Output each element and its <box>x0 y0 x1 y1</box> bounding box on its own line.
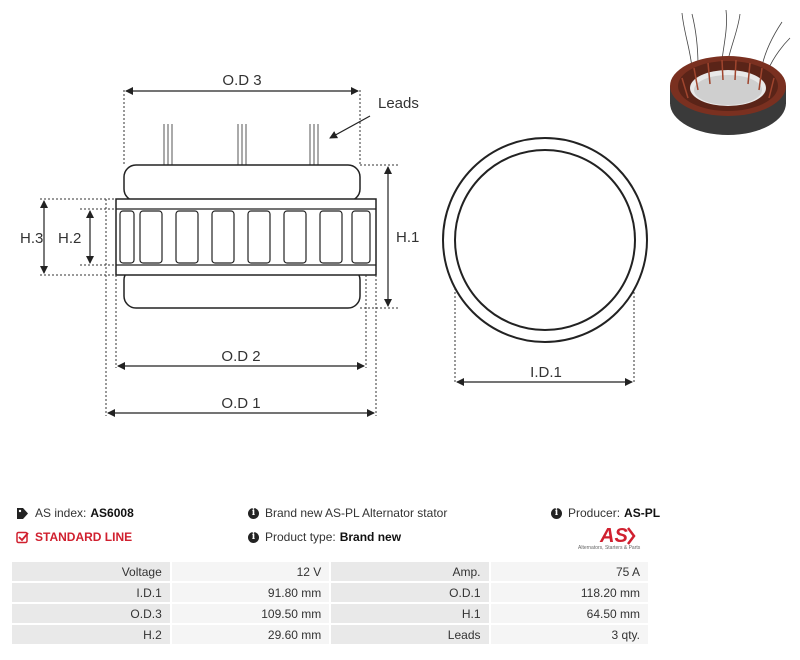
spec-label: H.2 <box>12 625 170 644</box>
spec-value: 3 qty. <box>490 625 648 644</box>
spec-value: 29.60 mm <box>171 625 330 644</box>
standard-line-row: STANDARD LINE <box>16 530 132 544</box>
product-description: Brand new AS-PL Alternator stator <box>265 506 448 520</box>
svg-text:AS: AS <box>599 525 628 547</box>
standard-line-label: STANDARD LINE <box>35 530 133 544</box>
h3-label: H.3 <box>20 230 43 247</box>
as-index-row: AS index: AS6008 <box>16 506 134 520</box>
logo-tagline: Alternators, Starters & Parts <box>578 545 641 551</box>
stator-top-winding <box>123 164 361 202</box>
as-pl-logo: AS <box>599 525 636 547</box>
checkbox-icon <box>16 531 29 544</box>
id1-label: I.D.1 <box>530 364 562 381</box>
spec-value: 75 A <box>490 562 648 581</box>
od3-label: O.D 3 <box>222 72 261 89</box>
spec-value: 118.20 mm <box>490 583 648 602</box>
producer-value: AS-PL <box>624 506 661 520</box>
spec-value: 109.50 mm <box>171 604 330 623</box>
technical-drawing: O.D 3 O.D 2 O.D 1 H.1 H.3 H.2 I.D.1 Lead… <box>20 72 648 417</box>
product-type-value: Brand new <box>339 530 402 544</box>
spec-label: Leads <box>331 625 489 644</box>
leads-pointer <box>329 115 371 139</box>
description-row: i Brand new AS-PL Alternator stator <box>248 506 447 520</box>
info-icon: i <box>248 531 259 543</box>
product-type-row: i Product type: Brand new <box>248 530 401 544</box>
spec-label: H.1 <box>331 604 489 623</box>
spec-label: O.D.1 <box>331 583 489 602</box>
spec-label: Voltage <box>12 562 170 581</box>
od1-label: O.D 1 <box>221 395 260 412</box>
spec-value: 64.50 mm <box>490 604 648 623</box>
od2-label: O.D 2 <box>221 348 260 365</box>
stator-inner-ring <box>454 149 636 331</box>
as-index-value: AS6008 <box>90 506 134 520</box>
product-photo <box>670 9 791 135</box>
spec-label: I.D.1 <box>12 583 170 602</box>
stator-leads <box>163 124 319 165</box>
h2-label: H.2 <box>58 230 81 247</box>
h1-label: H.1 <box>396 229 419 246</box>
producer-row: i Producer: AS-PL <box>551 506 660 520</box>
info-icon: i <box>551 507 562 519</box>
spec-value: 12 V <box>171 562 330 581</box>
spec-label: O.D.3 <box>12 604 170 623</box>
info-icon: i <box>248 507 259 519</box>
tag-icon <box>16 507 29 520</box>
spec-value: 91.80 mm <box>171 583 330 602</box>
core-slots <box>119 210 371 264</box>
spec-label: Amp. <box>331 562 489 581</box>
producer-label: Producer: <box>568 506 621 520</box>
as-index-label: AS index: <box>35 506 87 520</box>
product-type-label: Product type: <box>265 530 336 544</box>
leads-label: Leads <box>378 95 419 112</box>
